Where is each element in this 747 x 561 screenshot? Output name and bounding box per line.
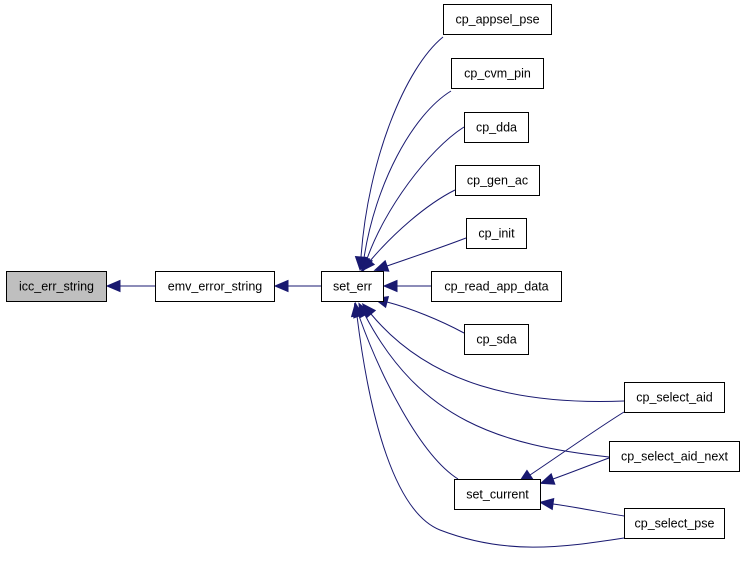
- node-set_err[interactable]: set_err: [321, 271, 384, 302]
- edge-line: [529, 411, 625, 476]
- node-label: cp_gen_ac: [467, 174, 528, 188]
- node-label: icc_err_string: [19, 280, 94, 294]
- edge-cp_sda-to-set_err: [373, 296, 465, 334]
- edge-line: [360, 36, 444, 258]
- edge-cp_select_aid_next-to-set_current: [539, 457, 610, 485]
- arrowhead-icon: [360, 256, 376, 272]
- node-label: cp_sda: [476, 333, 516, 347]
- node-label: cp_select_aid_next: [621, 450, 729, 464]
- node-label: cp_select_pse: [635, 517, 715, 531]
- node-label: cp_dda: [476, 121, 517, 135]
- node-box: [624, 382, 725, 413]
- node-cp_sda[interactable]: cp_sda: [464, 324, 529, 355]
- node-box: [466, 218, 527, 249]
- node-label: cp_appsel_pse: [455, 13, 539, 27]
- node-box: [464, 112, 529, 143]
- arrowhead-icon: [382, 279, 398, 293]
- node-cp_appsel_pse[interactable]: cp_appsel_pse: [443, 4, 552, 35]
- node-box: [609, 441, 740, 472]
- edge-line: [370, 313, 625, 402]
- node-label: cp_cvm_pin: [464, 67, 531, 81]
- arrowhead-icon: [273, 279, 289, 293]
- node-cp_select_aid[interactable]: cp_select_aid: [624, 382, 725, 413]
- node-box: [6, 271, 107, 302]
- edge-emv_error_string-to-icc_err_string: [105, 279, 155, 293]
- node-label: emv_error_string: [168, 280, 263, 294]
- node-cp_gen_ac[interactable]: cp_gen_ac: [455, 165, 540, 196]
- node-box: [464, 324, 529, 355]
- node-box: [443, 4, 552, 35]
- node-box: [455, 165, 540, 196]
- node-cp_select_pse[interactable]: cp_select_pse: [624, 508, 725, 539]
- edges-layer: [105, 36, 625, 548]
- node-cp_dda[interactable]: cp_dda: [464, 112, 529, 143]
- node-box: [624, 508, 725, 539]
- arrowhead-icon: [538, 497, 555, 511]
- edge-cp_gen_ac-to-set_err: [360, 189, 456, 272]
- node-icc_err_string: icc_err_string: [6, 271, 107, 302]
- node-cp_select_aid_next[interactable]: cp_select_aid_next: [609, 441, 740, 472]
- edge-cp_init-to-set_err: [373, 237, 467, 272]
- edge-line: [364, 314, 610, 458]
- node-cp_init[interactable]: cp_init: [466, 218, 527, 249]
- edge-line: [369, 189, 456, 262]
- edge-line: [552, 457, 610, 480]
- edge-line: [386, 301, 465, 334]
- node-box: [454, 479, 541, 510]
- arrowhead-icon: [539, 472, 556, 485]
- edge-set_err-to-emv_error_string: [273, 279, 321, 293]
- edge-line: [552, 503, 625, 517]
- edge-line: [386, 237, 467, 267]
- node-set_current[interactable]: set_current: [454, 479, 541, 510]
- node-label: cp_select_aid: [636, 391, 712, 405]
- nodes-layer: icc_err_string emv_error_string set_err cp_…: [6, 4, 740, 539]
- node-cp_read_app_data[interactable]: cp_read_app_data: [431, 271, 562, 302]
- node-emv_error_string[interactable]: emv_error_string: [155, 271, 275, 302]
- edge-cp_select_pse-to-set_current: [538, 497, 625, 517]
- node-box: [431, 271, 562, 302]
- node-box: [321, 271, 384, 302]
- edge-line: [358, 315, 459, 480]
- node-cp_cvm_pin[interactable]: cp_cvm_pin: [451, 58, 544, 89]
- node-label: cp_read_app_data: [444, 280, 548, 294]
- node-box: [451, 58, 544, 89]
- node-label: cp_init: [478, 227, 515, 241]
- edge-line: [366, 126, 465, 260]
- arrowhead-icon: [350, 301, 364, 318]
- edge-line: [356, 315, 625, 548]
- edge-cp_select_pse-to-set_err: [350, 301, 625, 548]
- arrowhead-icon: [373, 259, 390, 272]
- edge-cp_read_app_data-to-set_err: [382, 279, 431, 293]
- edge-cp_dda-to-set_err: [361, 126, 465, 273]
- node-box: [155, 271, 275, 302]
- arrowhead-icon: [105, 279, 121, 293]
- node-label: set_err: [333, 280, 372, 294]
- node-label: set_current: [466, 488, 529, 502]
- edge-line: [363, 90, 452, 259]
